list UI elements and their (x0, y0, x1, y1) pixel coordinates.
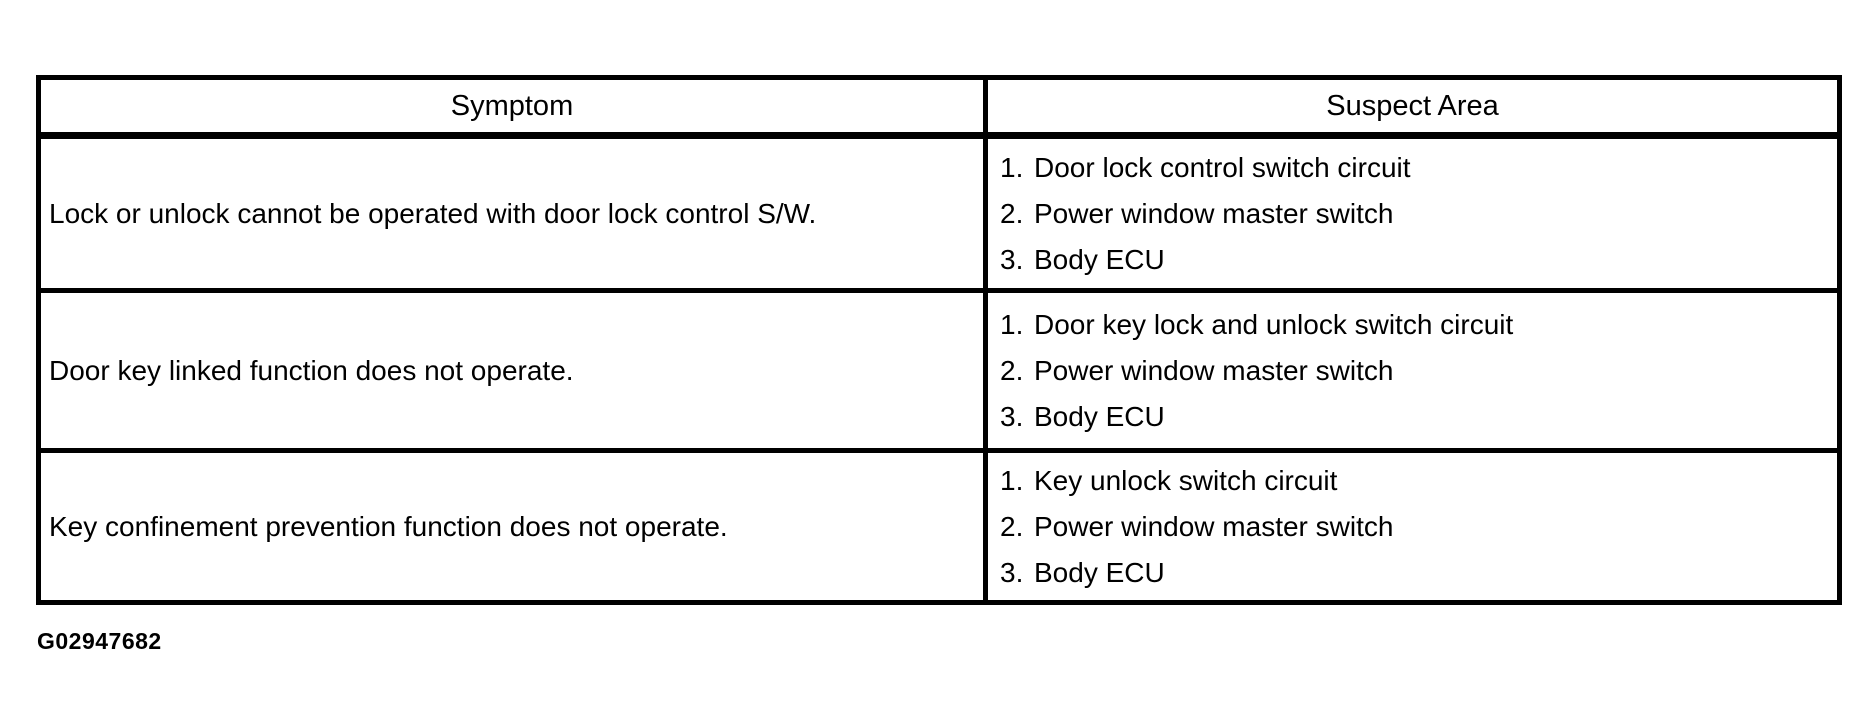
table-row: Lock or unlock cannot be operated with d… (36, 133, 1842, 293)
suspect-item-number: 2. (1000, 354, 1024, 386)
suspect-item-label: Power window master switch (1034, 510, 1394, 542)
suspect-item-number: 1. (1000, 151, 1024, 183)
table-header-row: Symptom Suspect Area (36, 75, 1842, 139)
figure-id-label: G02947682 (37, 628, 162, 654)
suspect-item: 2. Power window master switch (1000, 191, 1827, 237)
suspect-item-label: Body ECU (1034, 243, 1165, 275)
suspect-item: 1. Door key lock and unlock switch circu… (1000, 302, 1827, 348)
table-row: Door key linked function does not operat… (36, 288, 1842, 453)
suspect-item: 1. Key unlock switch circuit (1000, 458, 1827, 504)
suspect-item: 1. Door lock control switch circuit (1000, 145, 1827, 191)
suspect-item-number: 3. (1000, 400, 1024, 432)
suspect-item-label: Power window master switch (1034, 197, 1394, 229)
suspect-item-label: Power window master switch (1034, 354, 1394, 386)
symptom-cell: Lock or unlock cannot be operated with d… (36, 133, 988, 293)
suspect-item-number: 1. (1000, 464, 1024, 496)
suspect-item-number: 3. (1000, 243, 1024, 275)
suspect-area-cell: 1. Door key lock and unlock switch circu… (983, 288, 1842, 453)
suspect-item-label: Key unlock switch circuit (1034, 464, 1338, 496)
suspect-item: 3. Body ECU (1000, 237, 1827, 283)
suspect-item-label: Door lock control switch circuit (1034, 151, 1411, 183)
suspect-item-number: 2. (1000, 510, 1024, 542)
symptom-cell: Door key linked function does not operat… (36, 288, 988, 453)
column-header-suspect-area: Suspect Area (983, 75, 1842, 139)
suspect-item-number: 3. (1000, 556, 1024, 588)
suspect-item-number: 1. (1000, 308, 1024, 340)
column-header-symptom: Symptom (36, 75, 988, 139)
suspect-item: 2. Power window master switch (1000, 504, 1827, 550)
suspect-item-label: Door key lock and unlock switch circuit (1034, 308, 1514, 340)
suspect-item: 2. Power window master switch (1000, 348, 1827, 394)
table-row: Key confinement prevention function does… (36, 448, 1842, 605)
symptom-suspect-table: Symptom Suspect Area Lock or unlock cann… (36, 75, 1842, 605)
suspect-area-cell: 1. Door lock control switch circuit 2. P… (983, 133, 1842, 293)
symptom-cell: Key confinement prevention function does… (36, 448, 988, 605)
suspect-item-label: Body ECU (1034, 400, 1165, 432)
suspect-item-number: 2. (1000, 197, 1024, 229)
suspect-area-cell: 1. Key unlock switch circuit 2. Power wi… (983, 448, 1842, 605)
suspect-item: 3. Body ECU (1000, 394, 1827, 440)
suspect-item-label: Body ECU (1034, 556, 1165, 588)
suspect-item: 3. Body ECU (1000, 550, 1827, 596)
